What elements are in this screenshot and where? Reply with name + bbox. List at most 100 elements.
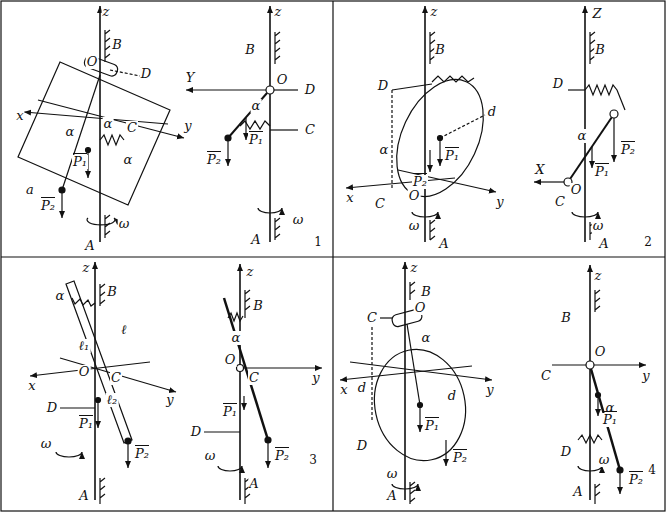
point-label: C xyxy=(366,311,378,325)
bearing-hatch xyxy=(245,290,250,318)
rotation-arrow xyxy=(218,466,242,471)
point-label: ω xyxy=(408,219,421,233)
axis-y xyxy=(186,89,270,90)
point-label: C xyxy=(374,197,386,211)
hinge xyxy=(237,365,244,372)
axis-z xyxy=(584,6,586,242)
dimension-line xyxy=(440,115,485,138)
point-label: ω xyxy=(292,213,305,227)
force-arrow xyxy=(439,138,440,166)
point-label: z xyxy=(410,261,419,275)
point-label: ℓ xyxy=(120,323,127,337)
axis-y xyxy=(398,170,496,192)
point-label: ω xyxy=(40,437,53,451)
vector-label: P₁ xyxy=(602,413,618,427)
vector-label: P₂ xyxy=(40,199,56,213)
bearing-hatch xyxy=(410,482,415,504)
point-label: α xyxy=(65,125,76,139)
axis-z xyxy=(239,264,241,500)
point-label: ω xyxy=(592,219,605,233)
axis-z xyxy=(94,262,96,500)
point-label: y xyxy=(311,371,320,385)
plate xyxy=(18,62,170,205)
leader-line xyxy=(204,431,240,432)
point-label: A xyxy=(598,237,609,251)
point-label: d xyxy=(357,381,367,395)
vector-label: P₁ xyxy=(594,165,610,179)
spring xyxy=(432,76,474,82)
force-arrow xyxy=(597,395,598,416)
vector-label: P₂ xyxy=(206,153,222,167)
vector-label: P₂ xyxy=(628,473,644,487)
bearing-hatch xyxy=(430,220,435,240)
point-label: O xyxy=(414,301,427,315)
leader-line xyxy=(270,129,298,130)
point-label: B xyxy=(244,43,256,57)
force-arrow xyxy=(419,405,420,432)
point-label: α xyxy=(123,153,134,167)
leader-line xyxy=(60,407,95,408)
bearing-hatch xyxy=(595,290,600,312)
axis-y xyxy=(240,367,322,368)
vector-label: P₁ xyxy=(248,133,264,147)
axis-x xyxy=(534,181,564,182)
disk xyxy=(364,341,475,469)
point-label: O xyxy=(86,55,99,69)
point-label: x xyxy=(339,383,348,397)
rod xyxy=(568,114,614,182)
spring xyxy=(228,313,243,321)
point-label: B xyxy=(252,299,264,313)
point-label: A xyxy=(250,233,261,247)
force-arrow xyxy=(619,470,620,494)
force-arrow xyxy=(97,400,98,428)
axis-y xyxy=(38,100,184,138)
point-label: A xyxy=(248,477,259,491)
vector-label: P₁ xyxy=(444,149,460,163)
force-arrow xyxy=(429,150,430,172)
mass-point xyxy=(610,110,618,118)
point-label: α xyxy=(231,331,242,345)
dimension-line xyxy=(371,322,372,420)
point-label: α xyxy=(379,143,390,157)
bearing-hatch xyxy=(275,32,280,64)
point-label: C xyxy=(248,371,260,385)
axis-x xyxy=(24,112,168,124)
point-label: O xyxy=(276,73,289,87)
rotation-arrow xyxy=(56,452,82,457)
point-label: α xyxy=(577,129,588,143)
point-label: Y xyxy=(185,71,196,85)
vector-label: P₂ xyxy=(452,451,468,465)
point-label: O xyxy=(408,189,421,203)
point-label: D xyxy=(190,425,202,439)
force-arrow xyxy=(267,440,268,468)
point-label: ℓ₂ xyxy=(106,393,119,407)
force-arrow xyxy=(613,118,614,162)
axis-x xyxy=(340,366,472,380)
bearing-hatch xyxy=(275,218,280,240)
point-label: O xyxy=(594,345,607,359)
axis-z xyxy=(589,265,591,500)
bearing-hatch xyxy=(595,484,600,504)
bearing-hatch xyxy=(100,284,105,306)
force-arrow xyxy=(227,138,228,166)
spring xyxy=(72,298,95,306)
point-label: α xyxy=(421,331,432,345)
vector-label: P₂ xyxy=(620,143,636,157)
axis-y xyxy=(60,358,176,392)
point-label: α xyxy=(55,289,66,303)
point-label: D xyxy=(552,77,564,91)
point-label: z xyxy=(246,265,255,279)
point-label: X xyxy=(534,163,545,177)
rotation-arrow xyxy=(87,218,115,225)
point-label: B xyxy=(434,43,446,57)
point-label: α xyxy=(251,99,262,113)
force-arrow xyxy=(591,146,592,168)
grid-line xyxy=(332,1,333,511)
point-label: B xyxy=(560,311,572,325)
rod xyxy=(591,369,620,470)
rod xyxy=(228,93,267,138)
bearing-hatch xyxy=(105,30,110,62)
point-label: B xyxy=(594,43,606,57)
